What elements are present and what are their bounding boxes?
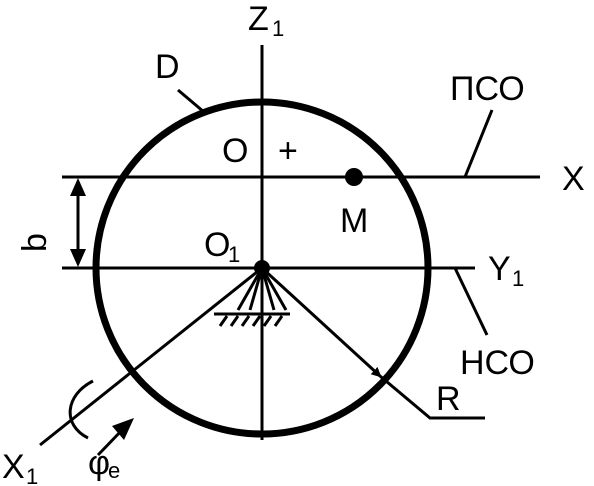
- rotation-arc: [68, 379, 94, 440]
- label-origin-o: O: [222, 132, 248, 170]
- label-z-axis-sub: 1: [272, 16, 284, 41]
- radius-leader: [379, 374, 485, 420]
- dimension-b-arrow-bottom: [70, 249, 86, 267]
- label-radius: R: [436, 380, 461, 418]
- label-origin-o1-sub: 1: [228, 242, 240, 267]
- rotation-arrowhead: [112, 418, 134, 440]
- label-x-axis: X: [562, 160, 585, 198]
- label-nso: НСО: [460, 344, 535, 382]
- label-origin-o1: O: [204, 226, 230, 264]
- label-b: b: [16, 233, 54, 252]
- x1-axis-line: [39, 266, 263, 447]
- label-x1-axis: X: [2, 448, 25, 486]
- label-phi: φ: [88, 444, 110, 482]
- label-pso: ПСО: [450, 70, 525, 108]
- point-m-dot: [345, 168, 363, 186]
- label-y-axis: Y: [488, 250, 511, 288]
- pivot-o1: [254, 260, 270, 276]
- label-phi-sub: e: [108, 458, 120, 483]
- nso-leader: [453, 267, 489, 336]
- label-point-m: M: [340, 202, 368, 240]
- label-z-axis: Z: [248, 0, 269, 38]
- dimension-b-arrow-top: [70, 178, 86, 196]
- radius-line: [260, 266, 382, 378]
- label-y-axis-sub: 1: [512, 266, 524, 291]
- label-x1-axis-sub: 1: [26, 464, 38, 486]
- label-plus: +: [278, 132, 298, 170]
- fixed-support: [214, 264, 290, 327]
- pso-leader: [463, 109, 494, 178]
- disk-leader: [177, 88, 205, 114]
- label-disk: D: [155, 48, 180, 86]
